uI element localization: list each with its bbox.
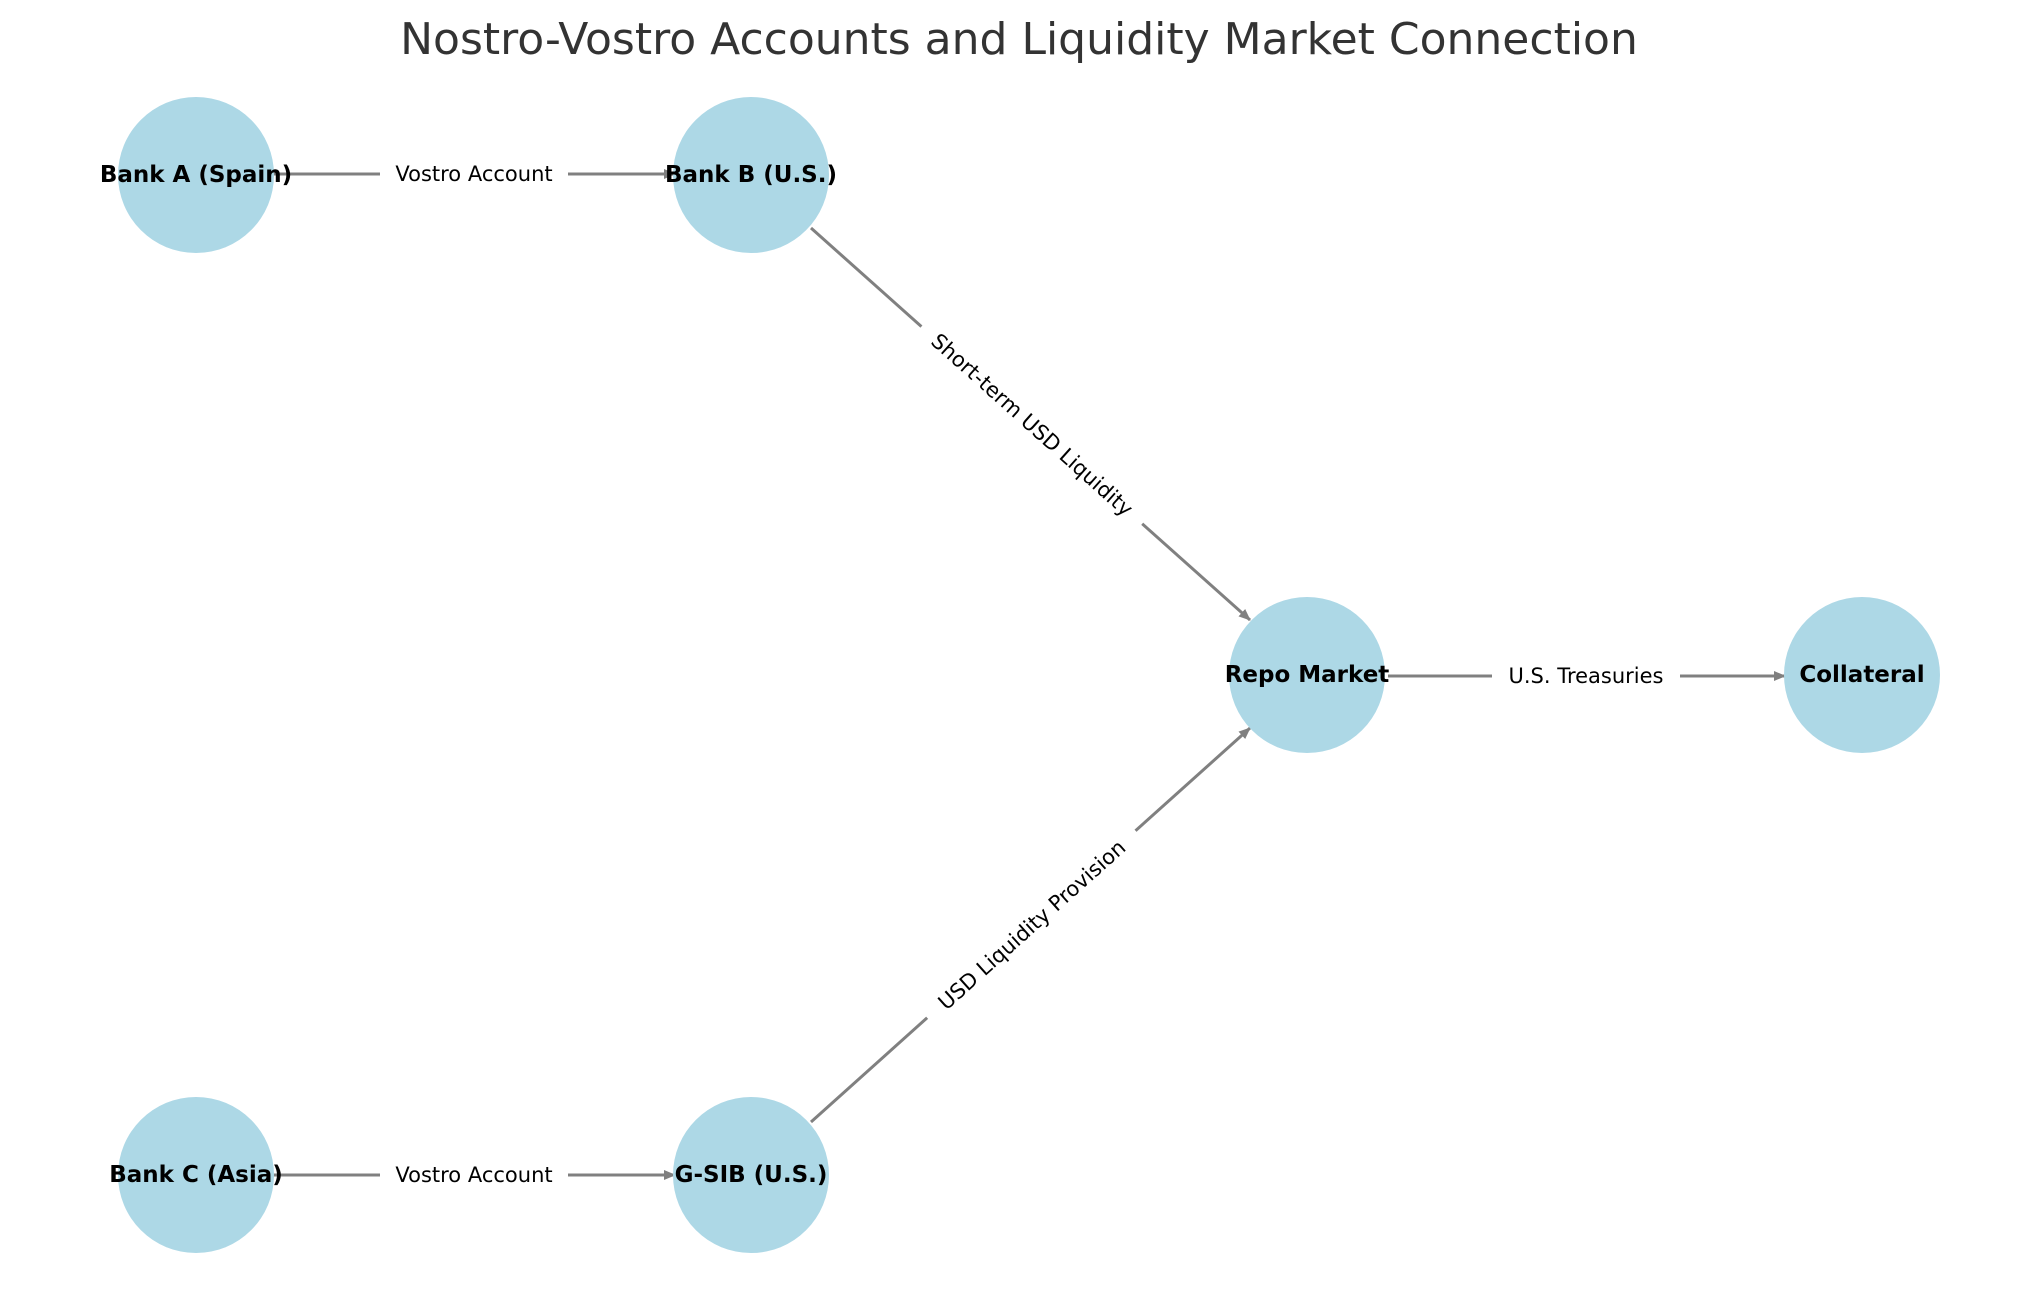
node-label: Bank B (U.S.)	[665, 162, 837, 188]
node-collateral: Collateral	[1784, 597, 1940, 753]
edge-label-background	[380, 1161, 568, 1189]
edge-bank-c-to-gsib: Vostro Account	[272, 1161, 676, 1189]
node-circle	[1229, 597, 1385, 753]
edge-label-background	[912, 315, 1152, 535]
node-repo-market: Repo Market	[1225, 597, 1390, 753]
node-bank-c: Bank C (Asia)	[109, 1097, 283, 1253]
node-circle	[1784, 597, 1940, 753]
node-circle	[118, 97, 274, 253]
node-gsib: G-SIB (U.S.)	[673, 1097, 829, 1253]
edge-bank-a-to-bank-b: Vostro Account	[272, 160, 676, 188]
edges: Vostro Account Vostro Account Short-term…	[272, 160, 1786, 1189]
diagram-title: Nostro-Vostro Accounts and Liquidity Mar…	[400, 14, 1638, 65]
node-bank-b: Bank B (U.S.)	[665, 97, 837, 253]
node-circle	[118, 1097, 274, 1253]
node-label: Bank C (Asia)	[109, 1162, 283, 1188]
edge-gsib-to-repo-market: USD Liquidity Provision	[809, 726, 1252, 1124]
edge-repo-market-to-collateral: U.S. Treasuries	[1388, 662, 1786, 690]
node-label: G-SIB (U.S.)	[675, 1162, 828, 1188]
edge-label: Vostro Account	[395, 1163, 552, 1187]
edge-label: Short-term USD Liquidity	[926, 329, 1137, 521]
edge-label-background	[1492, 662, 1680, 690]
node-circle	[673, 97, 829, 253]
nodes: Bank A (Spain) Bank B (U.S.) Bank C (Asi…	[100, 97, 1940, 1253]
edge-label: USD Liquidity Provision	[934, 835, 1131, 1015]
edge-bank-b-to-repo-market: Short-term USD Liquidity	[810, 226, 1251, 622]
node-label: Bank A (Spain)	[100, 162, 292, 188]
node-label: Collateral	[1799, 662, 1924, 688]
node-label: Repo Market	[1225, 662, 1390, 688]
node-circle	[673, 1097, 829, 1253]
edge-label-background	[380, 160, 568, 188]
edge-label: U.S. Treasuries	[1508, 664, 1663, 688]
edge-label: Vostro Account	[395, 162, 552, 186]
node-bank-a: Bank A (Spain)	[100, 97, 292, 253]
edge-label-background	[918, 821, 1146, 1029]
